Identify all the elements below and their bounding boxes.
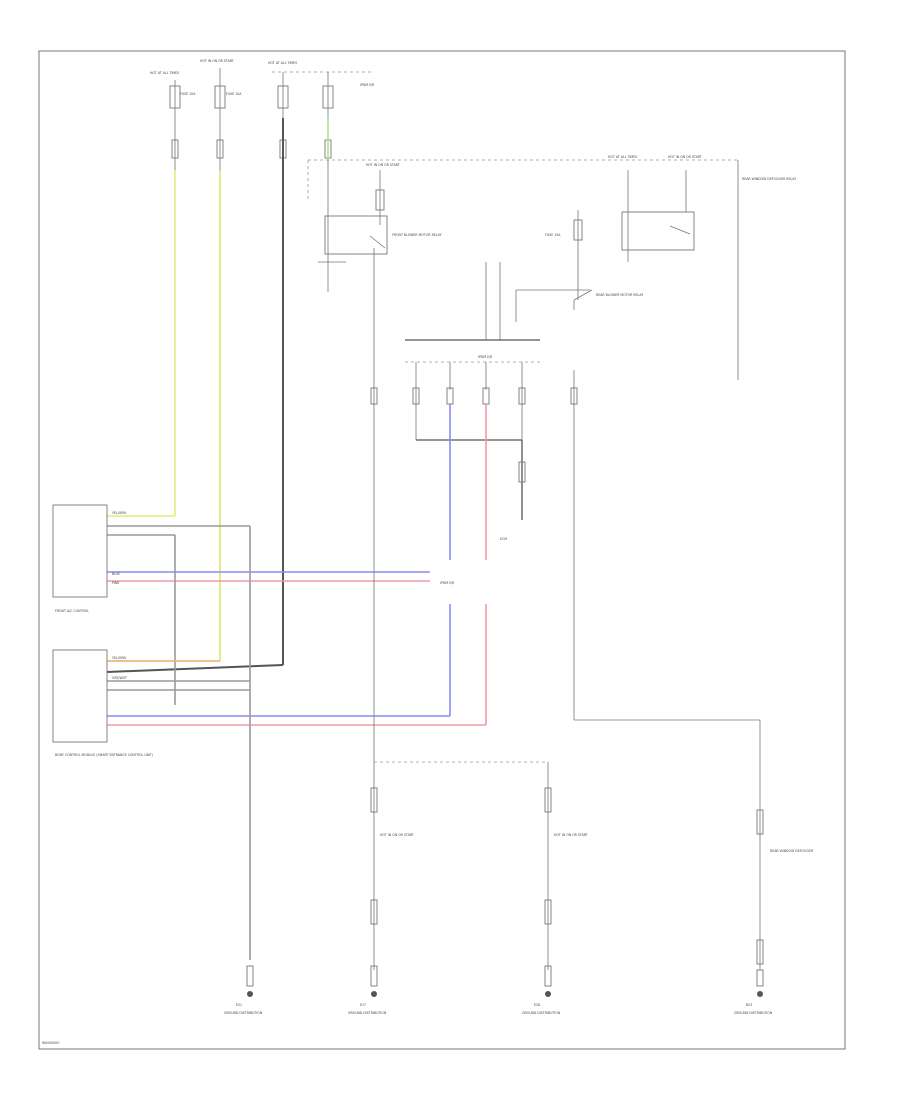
body-control-module: BODY CONTROL MODULE (SMART ENTRANCE CONT… — [52, 649, 153, 757]
ground-4-label: GROUND DISTRIBUTION — [734, 1011, 773, 1015]
defogger-label: REAR WINDOW DEFOGGER — [770, 849, 814, 853]
bcm-wire-1: YEL/ORN — [112, 656, 127, 660]
diagram-frame — [38, 50, 846, 1050]
junction-label: IPDM E/R — [440, 581, 455, 585]
ecm-link: ECM — [416, 439, 526, 541]
bottom-distribution: HOT IN ON OR START HOT IN ON OR START — [370, 430, 588, 970]
footer-code: W0000000 — [42, 1041, 59, 1045]
fuse-2-label: HOT IN ON OR START — [200, 59, 234, 63]
front-ac-label: FRONT A/C CONTROL — [55, 609, 89, 613]
rear-defogger-wire: REAR WINDOW DEFOGGER — [573, 410, 814, 970]
ground-points: E21 GROUND DISTRIBUTION E17 GROUND DISTR… — [224, 965, 773, 1015]
rear-window-defogger-relay: HOT AT ALL TIMES HOT IN ON OR START REAR… — [608, 155, 796, 380]
front-relay-feed: HOT IN ON OR START — [366, 163, 400, 167]
can-wires: IPDM E/R — [107, 404, 487, 726]
power-wire-bcm — [106, 118, 284, 673]
top-connectors — [171, 139, 332, 159]
fuse-1-label: HOT AT ALL TIMES — [150, 71, 179, 75]
ground-2-id: E17 — [360, 1003, 366, 1007]
front-blower-motor-relay: FRONT BLOWER MOTOR RELAY HOT IN ON OR ST… — [307, 159, 738, 330]
bcm-label: BODY CONTROL MODULE (SMART ENTRANCE CONT… — [55, 753, 153, 757]
rear-relay-feed-1: HOT AT ALL TIMES — [608, 155, 637, 159]
fuse-1-rating: FUSE 10A — [180, 92, 196, 96]
fuse-2-rating: FUSE 10A — [226, 92, 242, 96]
fuse-block-label: IPDM E/R — [360, 83, 375, 87]
fuse-3-label: HOT AT ALL TIMES — [268, 61, 297, 65]
front-ac-wire-2: BLUE — [112, 572, 120, 576]
yellow-wires — [107, 140, 221, 662]
bottom-note-1: HOT IN ON OR START — [380, 833, 414, 837]
ground-3-id: E28 — [534, 1003, 540, 1007]
rear-blower-fuse: FUSE 15A — [545, 233, 561, 237]
rear-relay-label: REAR WINDOW DEFOGGER RELAY — [742, 177, 796, 181]
fuse-feed-1: HOT AT ALL TIMES FUSE 10A — [150, 71, 196, 140]
ground-e21-icon — [247, 991, 253, 997]
front-ac-control: FRONT A/C CONTROL YEL/GRN BLUE PINK — [52, 504, 126, 613]
rear-blower-motor-relay: REAR BLOWER MOTOR RELAY FUSE 15A — [515, 210, 643, 322]
bcm-wire-2: GRY/WHT — [112, 676, 127, 680]
ground-b23-icon — [757, 991, 763, 997]
bottom-note-2: HOT IN ON OR START — [554, 833, 588, 837]
ecm-label: ECM — [500, 537, 507, 541]
fuse-feed-2: HOT IN ON OR START FUSE 10A — [200, 59, 242, 140]
ground-2-label: GROUND DISTRIBUTION — [348, 1011, 387, 1015]
ground-4-id: B23 — [746, 1003, 752, 1007]
ipdm-module: IPDM E/R — [370, 262, 578, 440]
ground-1-id: E21 — [236, 1003, 242, 1007]
ipdm-label: IPDM E/R — [478, 355, 493, 359]
rear-blower-label: REAR BLOWER MOTOR RELAY — [596, 293, 643, 297]
ground-1-label: GROUND DISTRIBUTION — [224, 1011, 263, 1015]
rear-relay-feed-2: HOT IN ON OR START — [668, 155, 702, 159]
top-power-feeds: HOT AT ALL TIMES FUSE 10A HOT IN ON OR S… — [150, 59, 375, 140]
front-relay-label: FRONT BLOWER MOTOR RELAY — [392, 233, 442, 237]
gray-wires — [107, 525, 251, 960]
fuse-feed-3-4: HOT AT ALL TIMES IPDM E/R — [268, 61, 375, 118]
front-ac-wire-1: YEL/GRN — [112, 511, 126, 515]
front-ac-wire-3: PINK — [112, 581, 120, 585]
ground-e17-icon — [371, 991, 377, 997]
ground-e28-icon — [545, 991, 551, 997]
ground-3-label: GROUND DISTRIBUTION — [522, 1011, 561, 1015]
